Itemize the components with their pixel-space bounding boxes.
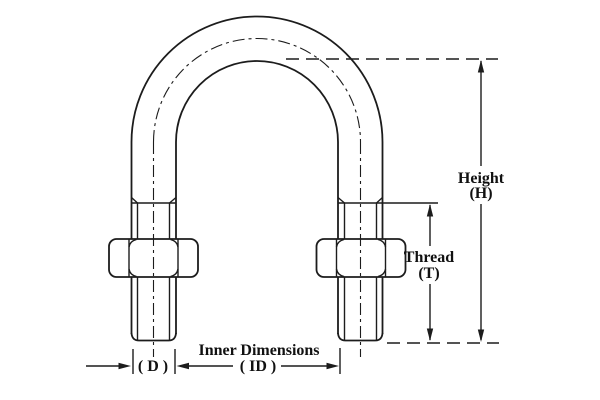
left-nut-chamfer-marks [128,238,179,278]
right-thread-chamfer [337,196,383,204]
thread-arrow-down [426,328,434,341]
left-leg-bottom-cap [130,332,177,342]
u-bolt-outline [130,15,438,342]
thread-label: Thread [404,249,454,266]
bottom-dimensions: ( D ) Inner Dimensions ( ID ) [86,342,341,375]
height-dimension: Height (H) [286,58,505,344]
outer-bend-arc [130,15,384,143]
id-symbol: ( ID ) [240,358,276,375]
height-arrow-up [477,60,485,73]
right-leg-bottom-cap [337,332,384,342]
height-arrow-down [477,329,485,342]
centerlines [152,38,362,357]
left-thread-chamfer [131,196,177,204]
inner-bend-arc [175,60,339,143]
inner-dimensions-label: Inner Dimensions [198,342,319,359]
id-arrow-left [176,362,189,370]
d-symbol: ( D ) [138,358,168,375]
bend-centerline-arc [152,38,362,143]
id-arrow-right [326,362,339,370]
thread-dimension: Thread (T) [404,204,454,341]
right-nut-chamfer-marks [335,238,387,278]
height-label: Height [458,170,505,187]
thread-arrow-up [426,204,434,217]
height-symbol: (H) [469,185,492,202]
d-arrow-right [118,362,131,370]
thread-symbol: (T) [418,265,439,282]
